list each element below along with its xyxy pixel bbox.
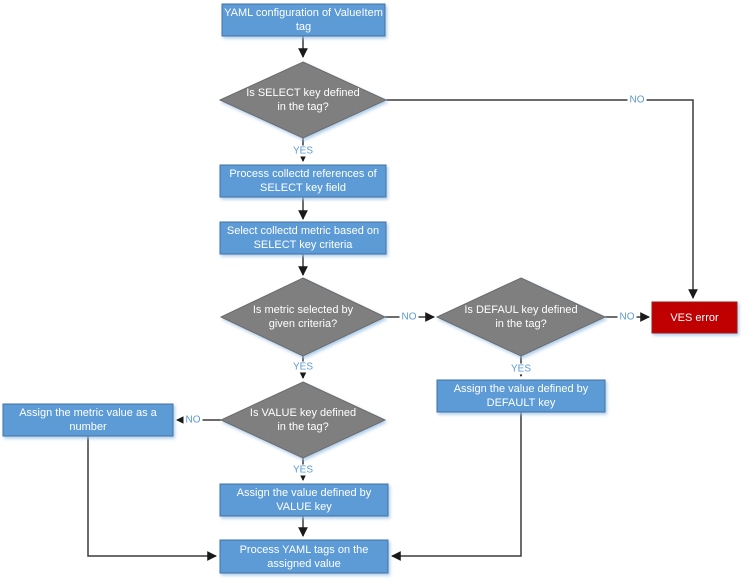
node-shape-select-key-decision (218, 61, 388, 139)
connector-assigndefault-to-processyaml (391, 412, 522, 561)
node-shape-select-metric (219, 221, 387, 255)
node-shape-yaml-config (221, 3, 386, 37)
node-label-process-yaml-tags: Process YAML tags on the assigned value (239, 543, 369, 570)
edge-label-metric-no: NO (399, 311, 419, 323)
edge-label-value-yes: YES (290, 464, 316, 476)
node-label-yaml-config: YAML configuration of ValueItem tag (224, 7, 383, 33)
node-shape-ves-error (651, 301, 738, 334)
node-label-assign-default: Assign the value defined by DEFAULT key (453, 383, 589, 409)
edge-label-value-no: NO (183, 414, 203, 426)
node-label-metric-selected-decision: Is metric selected by given criteria? (252, 304, 354, 330)
node-label-assign-metric: Assign the metric value as a number (19, 407, 157, 433)
node-label-assign-value: Assign the value defined by VALUE key (236, 487, 372, 513)
node-shape-metric-selected-decision (219, 277, 387, 357)
edge-label-select-no: NO (627, 94, 647, 106)
connector-assignmetric-to-processyaml (87, 436, 217, 561)
connector-select-no-to-ves (386, 99, 698, 299)
edge-label-metric-yes: YES (290, 361, 316, 373)
edge-label-select-yes: YES (290, 145, 316, 157)
node-label-select-key-decision: Is SELECT key defined in the tag? (246, 87, 360, 113)
node-label-default-key-decision: Is DEFAUL key defined in the tag? (464, 304, 578, 330)
node-shape-assign-value (219, 483, 389, 517)
node-shape-process-refs (219, 164, 387, 198)
node-shape-assign-metric (2, 403, 174, 437)
node-label-process-refs: Process collectd references of SELECT ke… (229, 168, 377, 194)
node-label-ves-error: VES error (670, 311, 719, 324)
node-shape-assign-default (436, 379, 606, 413)
node-label-value-key-decision: Is VALUE key defined in the tag? (249, 407, 357, 433)
node-label-select-metric: Select collectd metric based on SELECT k… (226, 225, 380, 251)
node-shape-default-key-decision (435, 277, 607, 357)
node-shape-process-yaml-tags (219, 539, 389, 574)
edge-label-default-yes: YES (508, 363, 534, 375)
edge-label-default-no: NO (617, 311, 637, 323)
node-shape-value-key-decision (219, 381, 387, 459)
